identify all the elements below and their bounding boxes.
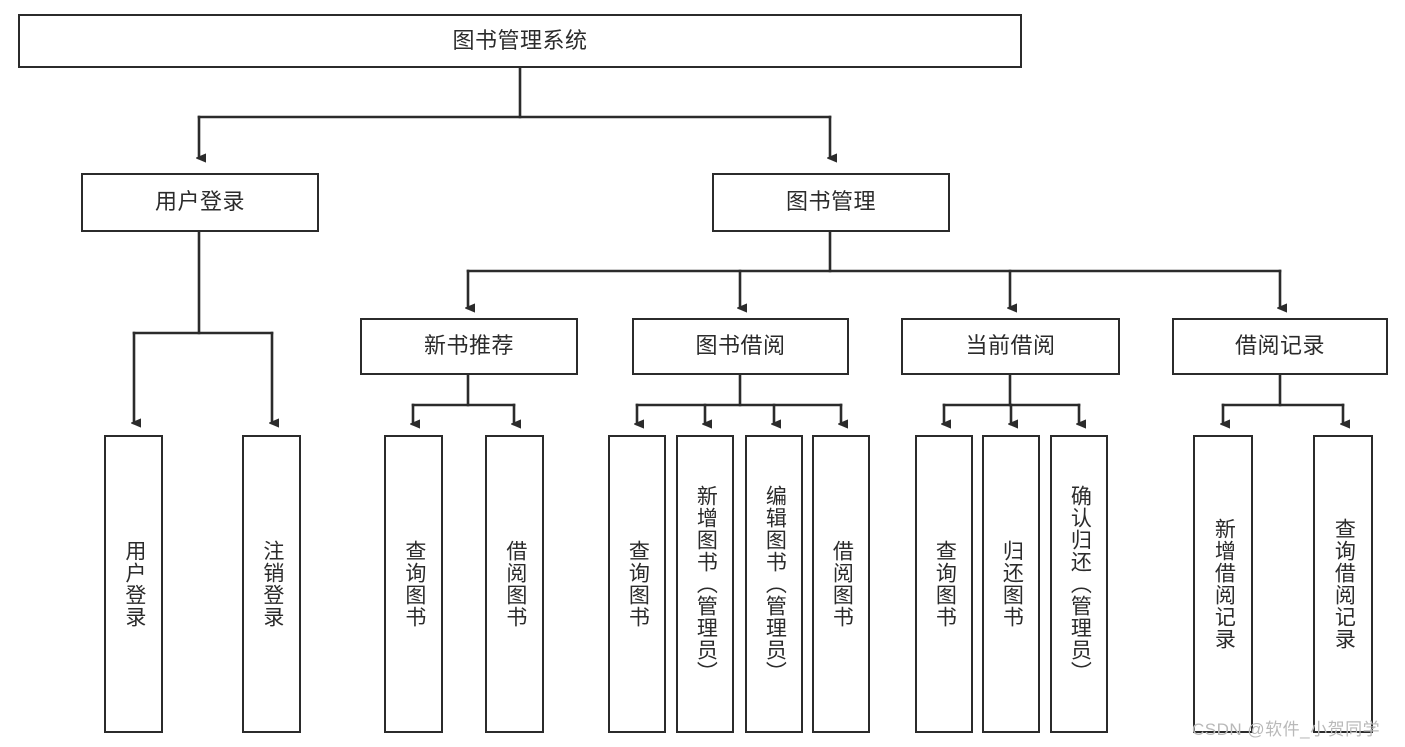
node-leaf-add-book-label: 新增图书（管理员） [694,485,718,683]
node-user-login[interactable]: 用户登录 [81,173,319,232]
node-leaf-borrow-book-2-label: 借阅图书 [830,540,854,628]
node-leaf-query-book-3[interactable]: 查询图书 [915,435,973,733]
node-leaf-query-record[interactable]: 查询借阅记录 [1313,435,1373,733]
node-leaf-confirm-return[interactable]: 确认归还（管理员） [1050,435,1108,733]
node-book-manage-label: 图书管理 [785,189,876,215]
node-leaf-query-book-3-label: 查询图书 [933,540,957,628]
node-leaf-user-logout[interactable]: 注销登录 [242,435,301,733]
node-user-login-label: 用户登录 [154,189,245,215]
node-book-borrow[interactable]: 图书借阅 [632,318,849,375]
node-leaf-add-record[interactable]: 新增借阅记录 [1193,435,1253,733]
csdn-watermark: CSDN @软件_小贺同学 [1192,720,1381,739]
node-leaf-edit-book[interactable]: 编辑图书（管理员） [745,435,803,733]
node-leaf-confirm-return-label: 确认归还（管理员） [1068,485,1092,683]
node-leaf-borrow-book-1-label: 借阅图书 [503,540,527,628]
node-new-book-recommend-label: 新书推荐 [423,333,514,359]
node-leaf-query-book-1-label: 查询图书 [402,540,426,628]
node-root-label: 图书管理系统 [452,27,588,53]
node-book-manage[interactable]: 图书管理 [712,173,950,232]
node-leaf-user-logout-label: 注销登录 [260,540,284,628]
node-root[interactable]: 图书管理系统 [18,14,1022,68]
node-leaf-borrow-book-1[interactable]: 借阅图书 [485,435,544,733]
node-leaf-edit-book-label: 编辑图书（管理员） [763,485,787,683]
node-leaf-return-book[interactable]: 归还图书 [982,435,1040,733]
node-leaf-user-login-label: 用户登录 [122,540,146,628]
node-book-borrow-label: 图书借阅 [695,333,786,359]
node-leaf-query-book-1[interactable]: 查询图书 [384,435,443,733]
node-current-borrow-label: 当前借阅 [965,333,1056,359]
node-leaf-add-book[interactable]: 新增图书（管理员） [676,435,734,733]
node-leaf-borrow-book-2[interactable]: 借阅图书 [812,435,870,733]
node-borrow-record[interactable]: 借阅记录 [1172,318,1388,375]
node-leaf-return-book-label: 归还图书 [1000,540,1024,628]
node-current-borrow[interactable]: 当前借阅 [901,318,1120,375]
node-borrow-record-label: 借阅记录 [1234,333,1325,359]
node-new-book-recommend[interactable]: 新书推荐 [360,318,578,375]
node-leaf-query-record-label: 查询借阅记录 [1332,518,1356,650]
node-leaf-add-record-label: 新增借阅记录 [1212,518,1236,650]
node-leaf-query-book-2-label: 查询图书 [626,540,650,628]
node-leaf-user-login[interactable]: 用户登录 [104,435,163,733]
node-leaf-query-book-2[interactable]: 查询图书 [608,435,666,733]
